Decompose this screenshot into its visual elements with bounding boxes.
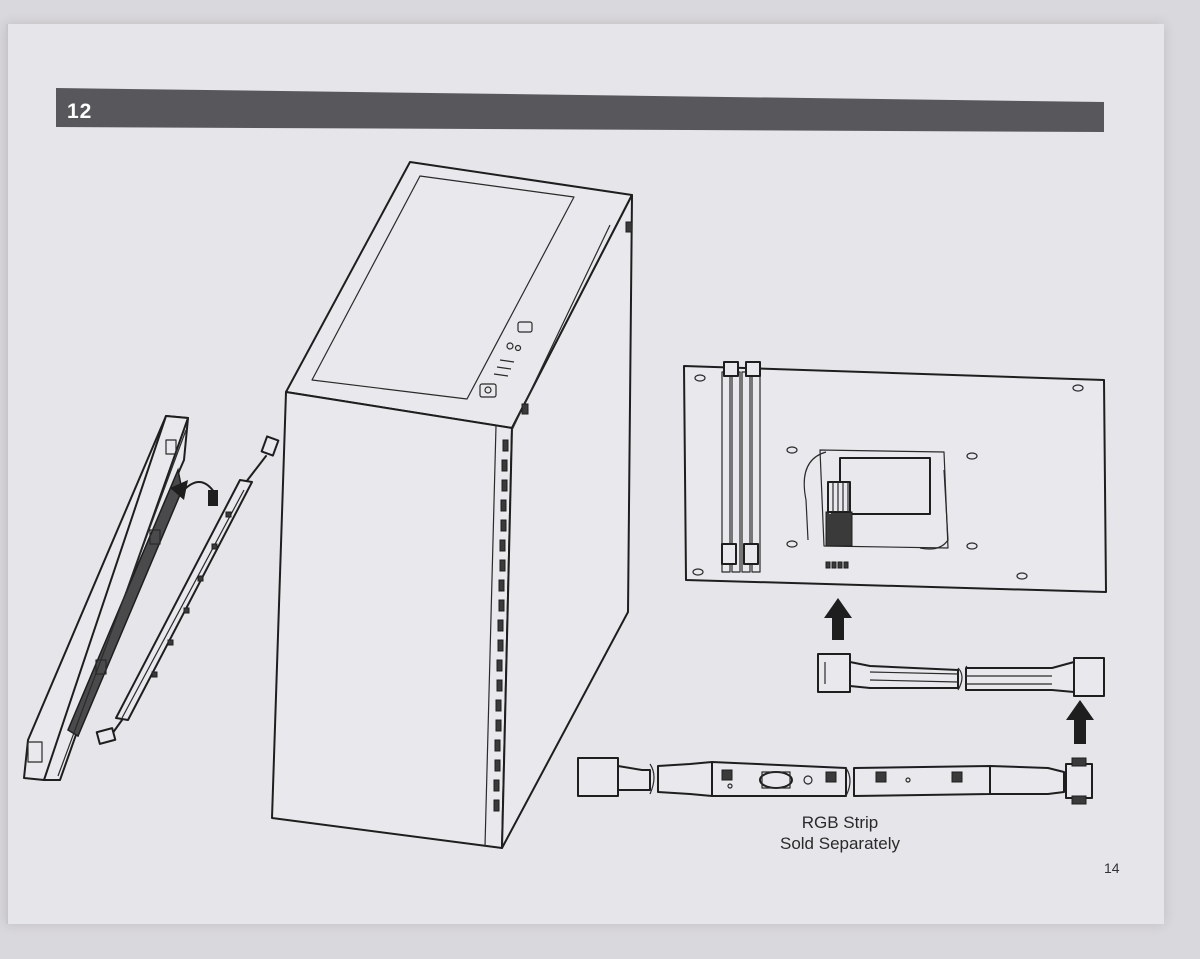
curved-arrow-icon	[170, 480, 218, 506]
step-number: 12	[67, 100, 93, 123]
caption-line-1: RGB Strip	[801, 813, 879, 832]
rgb-bracket-illustration	[23, 415, 189, 781]
up-arrow-icon-2	[1066, 700, 1094, 744]
motherboard-illustration	[683, 361, 1107, 593]
side-vents	[493, 439, 509, 812]
caption-line-2: Sold Separately	[779, 834, 901, 853]
page-number: 14	[1104, 860, 1120, 876]
extension-cable-illustration	[817, 653, 1105, 697]
rgb-strip-illustration	[577, 757, 1093, 805]
up-arrow-icon	[824, 598, 852, 640]
led-strip-illustration	[95, 435, 280, 745]
pc-case-illustration	[271, 161, 633, 849]
rgb-strip-caption: RGB Strip Sold Separately	[740, 812, 940, 854]
